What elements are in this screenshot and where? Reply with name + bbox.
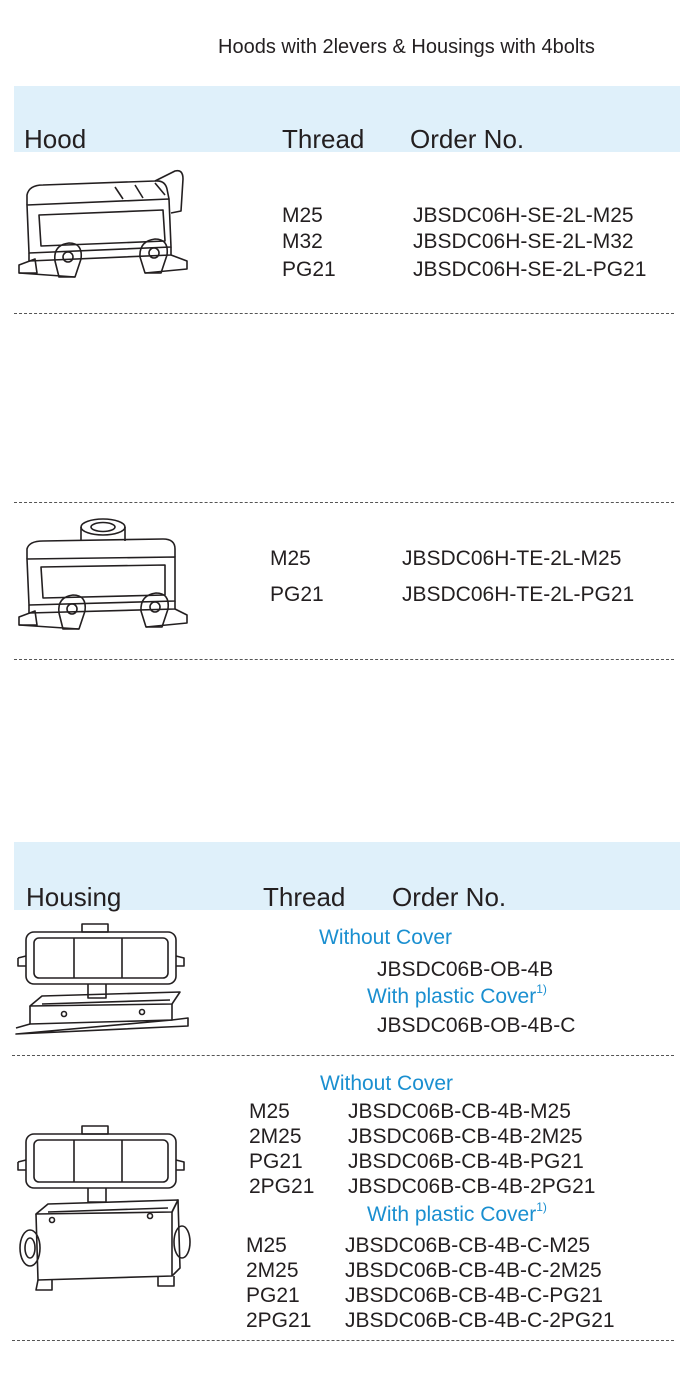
housing2-wc-row2-order: JBSDC06B-CB-4B-C-2M25 bbox=[345, 1259, 602, 1282]
divider bbox=[12, 1055, 674, 1056]
housing2-wc-row2-thread: 2M25 bbox=[246, 1259, 299, 1282]
housing-closed-bottom-image bbox=[17, 1125, 191, 1291]
divider bbox=[12, 1340, 674, 1341]
housing-order-header: Order No. bbox=[392, 882, 507, 912]
housing2-wo-row4-order: JBSDC06B-CB-4B-2PG21 bbox=[348, 1175, 596, 1198]
hood-header-band bbox=[14, 86, 680, 152]
divider bbox=[14, 313, 674, 314]
page-title: Hoods with 2levers & Housings with 4bolt… bbox=[218, 36, 595, 58]
housing2-wc-row3-thread: PG21 bbox=[246, 1284, 300, 1307]
hood2-row1-thread: M25 bbox=[270, 547, 311, 570]
housing1-without-cover-label: Without Cover bbox=[319, 926, 453, 949]
divider bbox=[14, 659, 674, 660]
hood1-row3-thread: PG21 bbox=[282, 258, 336, 281]
housing-header-band bbox=[14, 842, 680, 910]
housing1-with-cover-label: With plastic Cover1) bbox=[367, 982, 547, 1008]
hood1-row2-order: JBSDC06H-SE-2L-M32 bbox=[413, 230, 634, 253]
footnote-marker: 1) bbox=[536, 1200, 547, 1214]
housing2-wo-row2-thread: 2M25 bbox=[249, 1125, 302, 1148]
hood1-row1-order: JBSDC06H-SE-2L-M25 bbox=[413, 204, 634, 227]
hood-side-entry-image bbox=[18, 169, 188, 278]
hood-col-header: Hood bbox=[24, 124, 87, 154]
hood-order-header: Order No. bbox=[410, 124, 525, 154]
housing2-wc-row4-thread: 2PG21 bbox=[246, 1309, 312, 1332]
housing2-wo-row1-thread: M25 bbox=[249, 1100, 290, 1123]
housing2-without-cover-label: Without Cover bbox=[320, 1072, 454, 1095]
hood2-row1-order: JBSDC06H-TE-2L-M25 bbox=[402, 547, 622, 570]
hood1-row2-thread: M32 bbox=[282, 230, 323, 253]
housing2-wo-row2-order: JBSDC06B-CB-4B-2M25 bbox=[348, 1125, 583, 1148]
housing2-wo-row3-order: JBSDC06B-CB-4B-PG21 bbox=[348, 1150, 584, 1173]
housing2-wc-row3-order: JBSDC06B-CB-4B-C-PG21 bbox=[345, 1284, 603, 1307]
housing2-wc-row1-order: JBSDC06B-CB-4B-C-M25 bbox=[345, 1234, 591, 1257]
housing1-without-cover-order: JBSDC06B-OB-4B bbox=[377, 958, 554, 981]
housing2-wc-row1-thread: M25 bbox=[246, 1234, 287, 1257]
footnote-marker: 1) bbox=[536, 982, 547, 996]
housing-col-header: Housing bbox=[26, 882, 122, 912]
hood1-row1-thread: M25 bbox=[282, 204, 323, 227]
housing-thread-header: Thread bbox=[263, 882, 346, 912]
hood2-row2-order: JBSDC06H-TE-2L-PG21 bbox=[402, 583, 635, 606]
housing-open-bottom-image bbox=[15, 923, 189, 1035]
housing2-wo-row3-thread: PG21 bbox=[249, 1150, 303, 1173]
hood2-row2-thread: PG21 bbox=[270, 583, 324, 606]
housing1-with-cover-order: JBSDC06B-OB-4B-C bbox=[377, 1014, 576, 1037]
housing2-with-cover-label: With plastic Cover1) bbox=[367, 1200, 547, 1226]
housing2-wo-row1-order: JBSDC06B-CB-4B-M25 bbox=[348, 1100, 571, 1123]
housing2-wo-row4-thread: 2PG21 bbox=[249, 1175, 315, 1198]
hood1-row3-order: JBSDC06H-SE-2L-PG21 bbox=[413, 258, 647, 281]
divider bbox=[14, 502, 674, 503]
hood-thread-header: Thread bbox=[282, 124, 365, 154]
housing2-wc-row4-order: JBSDC06B-CB-4B-C-2PG21 bbox=[345, 1309, 615, 1332]
hood-top-entry-image bbox=[18, 518, 188, 630]
